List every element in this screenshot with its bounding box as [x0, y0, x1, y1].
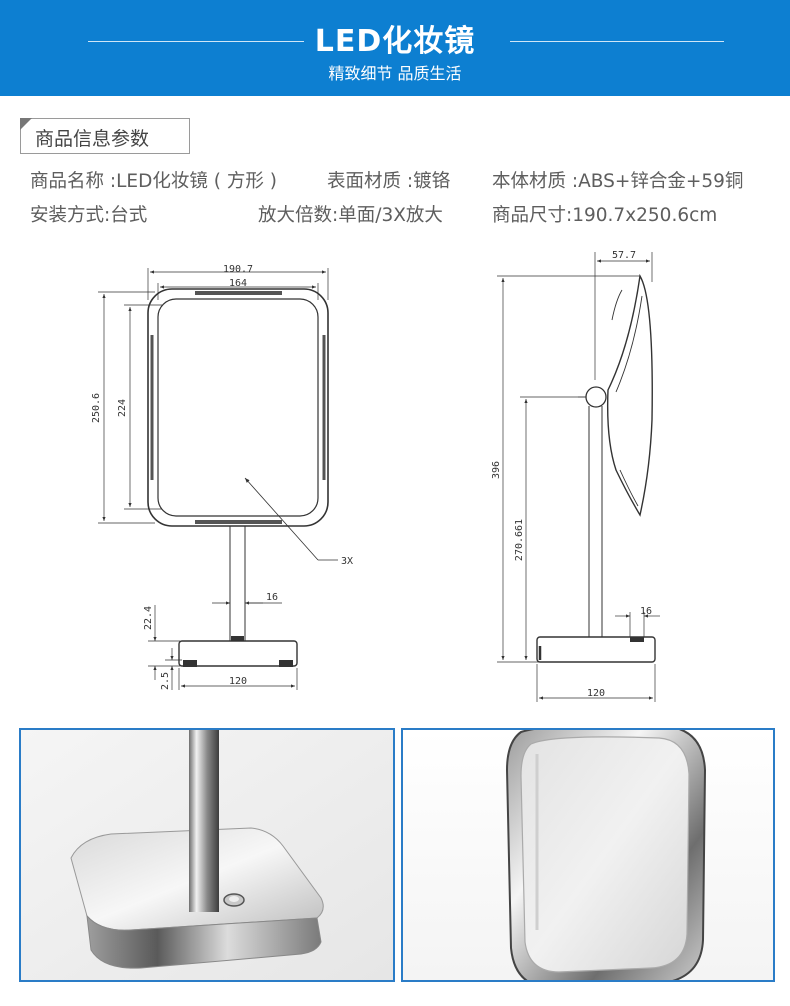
mirror-closeup-image — [403, 730, 773, 980]
dim-total-height: 396 — [491, 461, 502, 479]
spec-magnification: 放大倍数:单面/3X放大 — [258, 205, 443, 226]
dim-side-base-width: 120 — [587, 688, 605, 699]
banner-subtitle: 精致细节 品质生活 — [328, 64, 462, 83]
base-closeup-image — [21, 730, 393, 980]
banner-divider-left — [88, 41, 304, 42]
technical-drawing: 190.7 164 250.6 224 3X 16 22.4 2.5 120 — [91, 250, 660, 702]
spec-surface-material: 表面材质 :镀铬 — [327, 171, 451, 192]
spec-dimensions: 商品尺寸:190.7x250.6cm — [492, 205, 718, 226]
dim-height-outer: 250.6 — [91, 393, 102, 423]
dim-base-height: 22.4 — [143, 606, 154, 630]
front-mirror-outer — [147, 288, 329, 527]
spec-body-material: 本体材质 :ABS+锌合金+59铜 — [492, 171, 744, 192]
front-base — [178, 640, 298, 667]
side-base — [536, 636, 656, 663]
dim-base-width: 120 — [229, 676, 247, 687]
dim-base-offset: 2.5 — [160, 672, 171, 690]
corner-triangle-icon — [20, 118, 32, 130]
section-title: 商品信息参数 — [35, 128, 150, 150]
banner-divider-right — [510, 41, 724, 42]
base-closeup-photo — [19, 728, 395, 982]
dim-depth: 57.7 — [612, 250, 636, 261]
header-banner: LED化妆镜 精致细节 品质生活 — [0, 0, 790, 96]
dim-width-inner: 164 — [229, 278, 247, 289]
front-view — [98, 268, 338, 690]
dim-height-inner: 224 — [117, 399, 128, 417]
dim-pivot-height: 270.661 — [514, 519, 525, 561]
dim-stem-width: 16 — [266, 592, 278, 603]
dim-side-stem-width: 16 — [640, 606, 652, 617]
section-heading: 商品信息参数 — [20, 118, 190, 154]
magnify-label: 3X — [341, 556, 353, 567]
side-view — [497, 252, 660, 702]
mirror-closeup-photo — [401, 728, 775, 982]
banner-title: LED化妆镜 — [314, 24, 476, 59]
spec-install-method: 安装方式:台式 — [30, 205, 148, 226]
front-mirror-inner — [157, 298, 319, 517]
spec-product-name: 商品名称 :LED化妆镜 ( 方形 ) — [30, 171, 277, 192]
dim-width-outer: 190.7 — [223, 264, 253, 275]
